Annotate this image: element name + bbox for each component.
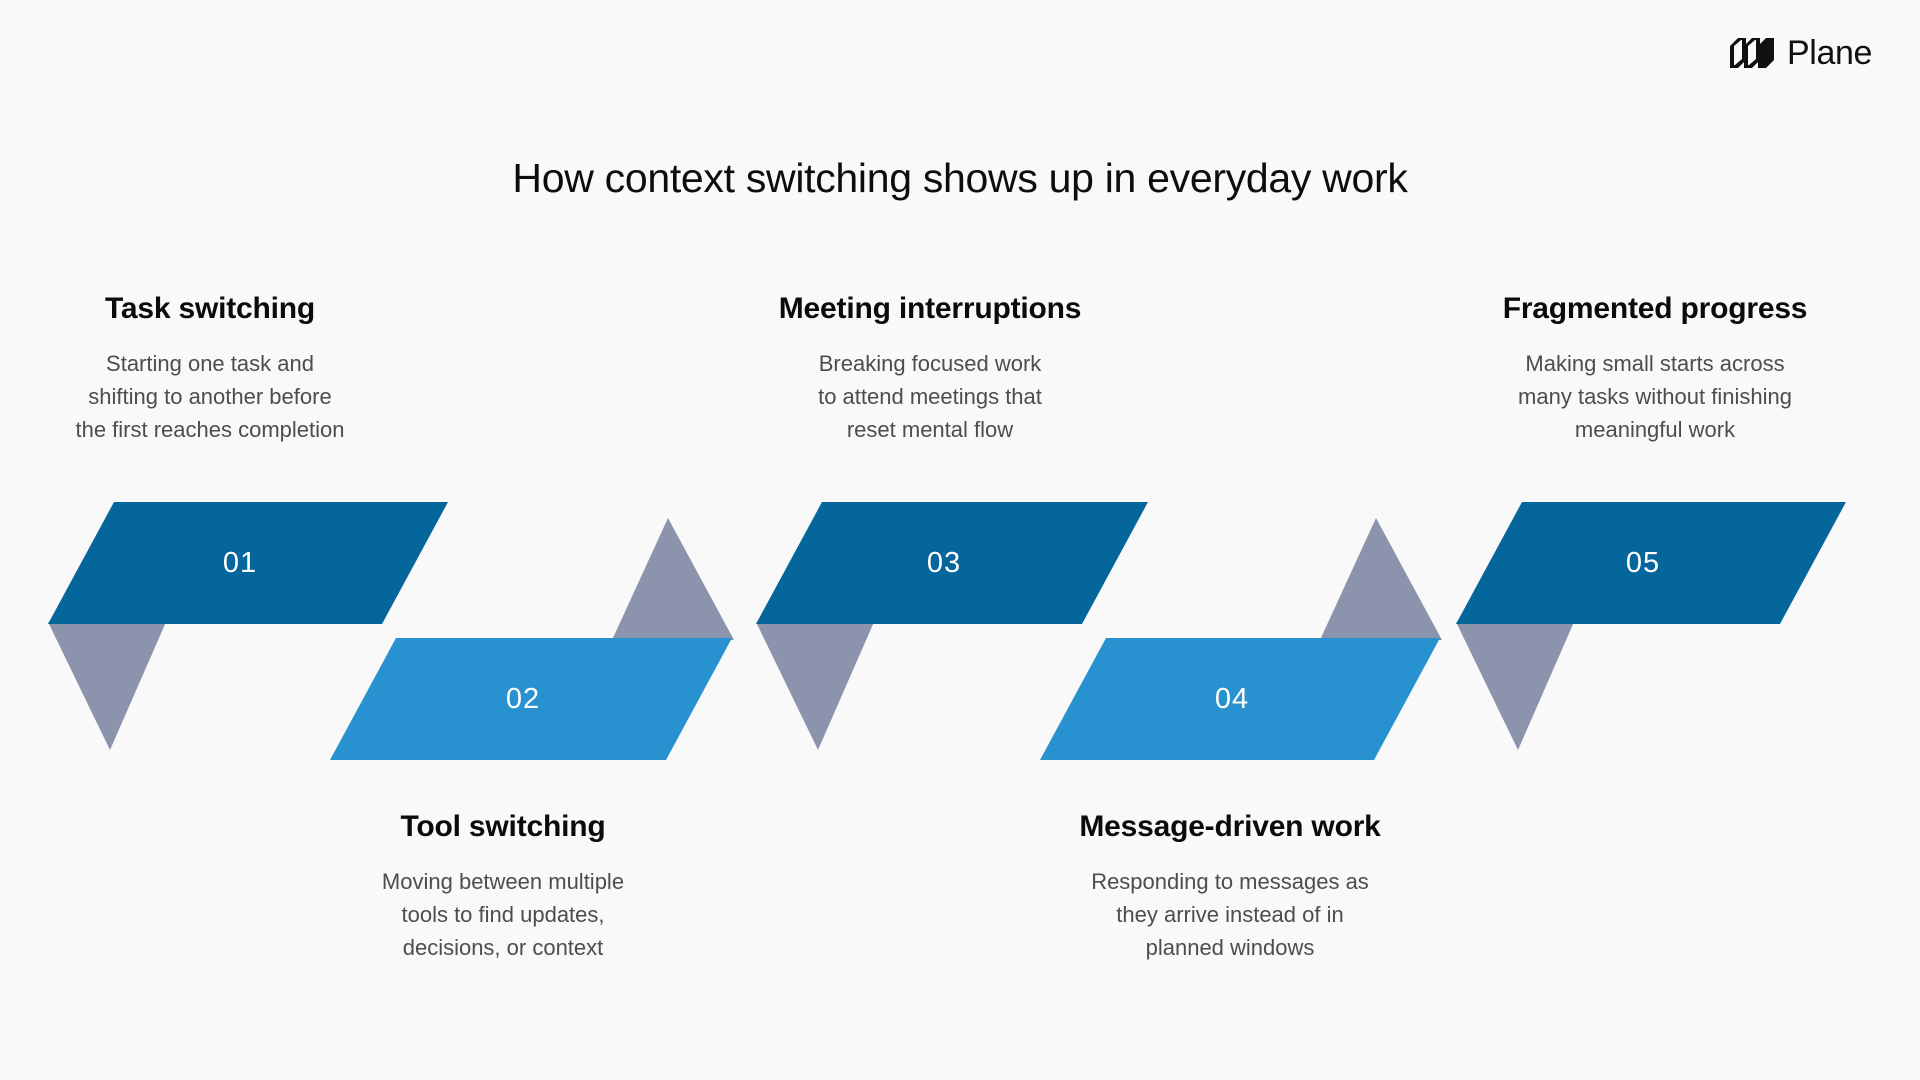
step-title-05: Fragmented progress: [1502, 292, 1808, 325]
step-band-02: 02: [330, 638, 732, 760]
step-description-01: Starting one task and shifting to anothe…: [75, 350, 345, 443]
step-number-03: 03: [926, 546, 962, 579]
step-accent-wedge-03: [756, 622, 876, 750]
step-accent-wedge-01: [48, 622, 168, 750]
step-number-04: 04: [1214, 682, 1250, 715]
step-description-05: Making small starts across many tasks wi…: [1518, 350, 1792, 443]
step-band-05: 05: [1456, 502, 1846, 624]
brand-name: Plane: [1787, 34, 1872, 72]
plane-logo-mark-icon: [1729, 37, 1775, 69]
step-band-03: 03: [756, 502, 1148, 624]
step-title-01: Task switching: [104, 292, 316, 325]
step-title-02: Tool switching: [400, 810, 606, 843]
step-number-01: 01: [222, 546, 258, 579]
step-description-02: Moving between multiple tools to find up…: [381, 868, 625, 961]
step-accent-wedge-04: [1320, 518, 1442, 640]
step-number-02: 02: [505, 682, 541, 715]
step-text-05: Fragmented progress Making small starts …: [1450, 292, 1860, 447]
step-description-03: Breaking focused work to attend meetings…: [818, 350, 1042, 443]
step-title-03: Meeting interruptions: [778, 292, 1082, 325]
step-text-03: Meeting interruptions Breaking focused w…: [710, 292, 1150, 447]
step-text-02: Tool switching Moving between multiple t…: [330, 810, 676, 965]
step-text-04: Message-driven work Responding to messag…: [1030, 810, 1430, 965]
step-accent-wedge-02: [612, 518, 734, 640]
step-text-01: Task switching Starting one task and shi…: [55, 292, 365, 447]
step-band-01: 01: [48, 502, 448, 624]
step-band-04: 04: [1040, 638, 1440, 760]
step-title-04: Message-driven work: [1079, 810, 1381, 843]
step-number-05: 05: [1625, 546, 1661, 579]
brand-logo: Plane: [1729, 36, 1872, 70]
step-description-04: Responding to messages as they arrive in…: [1091, 868, 1369, 961]
step-accent-wedge-05: [1456, 622, 1576, 750]
page-title: How context switching shows up in everyd…: [512, 155, 1408, 202]
